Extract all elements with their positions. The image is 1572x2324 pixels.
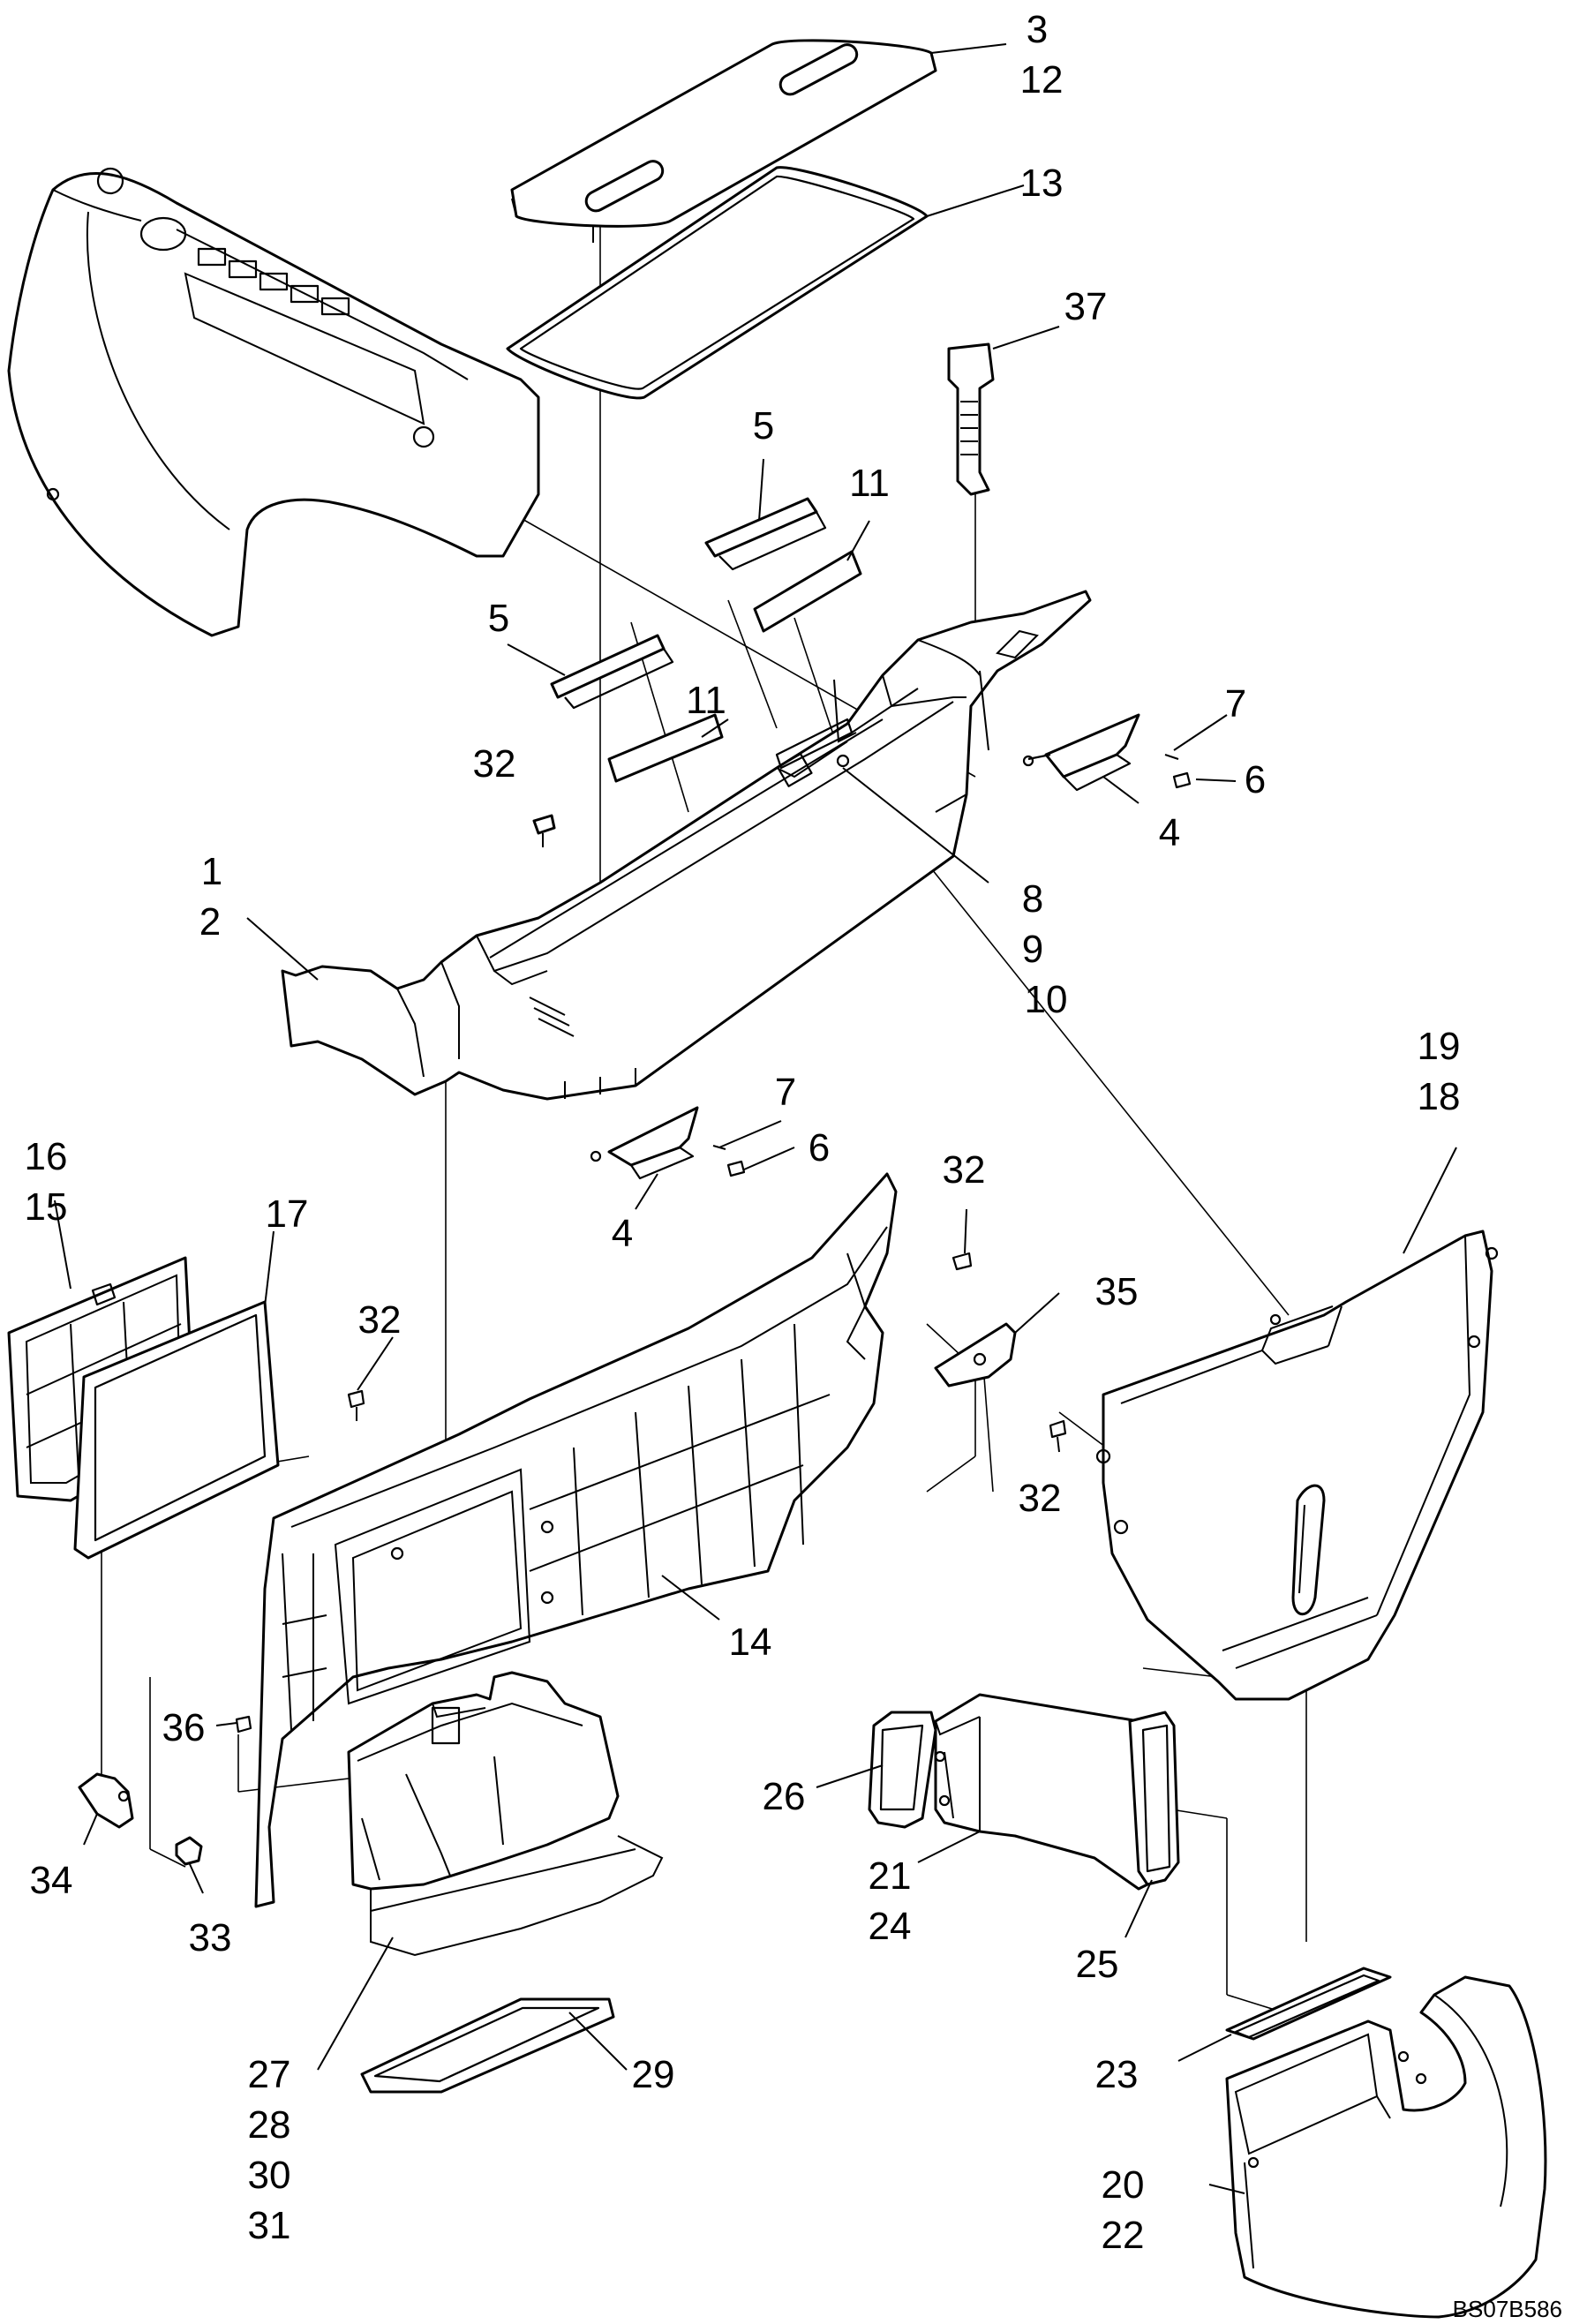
blower-housing-27 (347, 1671, 664, 1957)
screw-32-upper (532, 814, 556, 847)
screw-6-right (1172, 771, 1192, 789)
callout-34: 34 (30, 1859, 73, 1902)
bracket-5-upper (704, 497, 827, 571)
callout-7: 7 (1225, 682, 1246, 726)
latch-8 (775, 718, 854, 770)
screw-6-left (726, 1160, 746, 1177)
gasket-23 (1225, 1967, 1392, 2041)
duct-21 (934, 1693, 1149, 1891)
callout-36: 36 (162, 1706, 206, 1749)
screw-36 (235, 1715, 252, 1734)
console-tray-1 (281, 590, 1092, 1101)
callout-32: 32 (1019, 1477, 1062, 1520)
drawing-id: BS07B586 (1453, 2296, 1562, 2322)
callout-25: 25 (1076, 1943, 1119, 1986)
bracket-5-lower (550, 634, 674, 710)
gasket-25 (1128, 1711, 1180, 1886)
callout-6: 6 (1245, 758, 1266, 801)
callout-17: 17 (266, 1192, 309, 1236)
strap-37 (947, 342, 995, 496)
screw-32-mid (951, 1252, 973, 1271)
callout-5: 5 (753, 404, 774, 448)
lower-duct-20 (1225, 1975, 1547, 2319)
callout-32: 32 (358, 1298, 402, 1342)
callout-14: 14 (729, 1621, 772, 1664)
callout-29: 29 (632, 2053, 675, 2096)
callout-33: 33 (189, 1916, 232, 1959)
callout-4: 4 (1159, 811, 1180, 854)
screw-32-right (1049, 1419, 1067, 1439)
leader-lines (54, 43, 1457, 2194)
bracket-35 (934, 1322, 1017, 1388)
side-duct-19 (1095, 1230, 1499, 1701)
callout-7: 7 (775, 1071, 796, 1114)
callout-11: 11 (686, 679, 726, 722)
clip-7-right (1164, 754, 1179, 760)
strip-11-lower (607, 713, 724, 783)
callout-13: 13 (1020, 162, 1064, 205)
dash-panel (7, 167, 540, 637)
gasket-26 (868, 1711, 937, 1829)
bracket-4-left (590, 1106, 699, 1180)
bracket-4-right (1022, 713, 1140, 792)
callout-37: 37 (1064, 285, 1108, 328)
callout-32: 32 (943, 1148, 986, 1192)
bracket-34 (78, 1772, 134, 1829)
filter-gasket-17 (73, 1300, 280, 1560)
callout-23: 23 (1095, 2053, 1139, 2096)
top-cover-plate (510, 39, 937, 243)
callout-35: 35 (1095, 1270, 1139, 1313)
callout-26: 26 (763, 1775, 806, 1818)
callout-5: 5 (488, 597, 509, 640)
gasket-29 (360, 1997, 615, 2094)
callout-4: 4 (612, 1212, 633, 1255)
rear-housing-14 (254, 1172, 898, 1908)
callout-6: 6 (809, 1126, 830, 1170)
nut-33 (175, 1836, 203, 1866)
screw-32-left (347, 1389, 365, 1421)
strip-11-upper (753, 550, 862, 633)
callout-11: 11 (849, 462, 890, 505)
callout-32: 32 (473, 742, 516, 786)
